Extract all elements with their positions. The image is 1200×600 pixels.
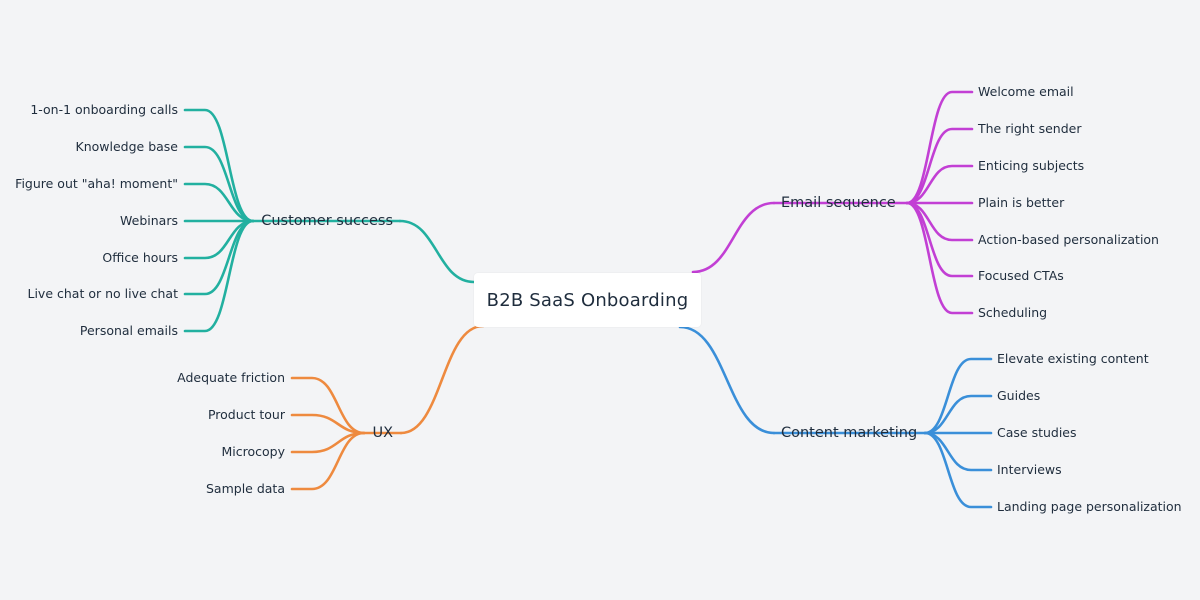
branch-node-ux[interactable]: UX bbox=[372, 424, 393, 441]
leaf-node[interactable]: Elevate existing content bbox=[997, 350, 1149, 366]
leaf-connector-customer-success bbox=[183, 219, 255, 333]
leaf-connector-ux bbox=[290, 431, 366, 491]
leaf-node[interactable]: Live chat or no live chat bbox=[27, 285, 179, 301]
leaf-node[interactable]: Product tour bbox=[207, 406, 285, 422]
branch-node-content-marketing[interactable]: Content marketing bbox=[781, 424, 918, 441]
leaf-node[interactable]: Interviews bbox=[997, 461, 1062, 477]
leaf-node[interactable]: Adequate friction bbox=[177, 369, 285, 385]
leaf-node[interactable]: Microcopy bbox=[221, 443, 286, 459]
leaf-node[interactable]: Landing page personalization bbox=[997, 498, 1182, 514]
leaf-node[interactable]: Knowledge base bbox=[75, 138, 178, 154]
root-connector-email-sequence bbox=[691, 201, 776, 274]
leaf-connector-content-marketing bbox=[923, 394, 993, 435]
leaf-node[interactable]: Personal emails bbox=[79, 322, 178, 338]
leaf-node[interactable]: Webinars bbox=[120, 212, 178, 228]
leaf-connector-content-marketing bbox=[923, 357, 993, 435]
leaf-connector-customer-success bbox=[183, 108, 255, 223]
leaf-connector-ux bbox=[290, 376, 366, 435]
root-connector-customer-success bbox=[398, 219, 476, 284]
root-connector-ux bbox=[399, 324, 485, 435]
leaf-node[interactable]: Guides bbox=[997, 387, 1041, 403]
leaf-node[interactable]: The right sender bbox=[978, 120, 1082, 136]
root-node[interactable]: B2B SaaS Onboarding bbox=[474, 273, 701, 327]
leaf-connector-email-sequence bbox=[905, 164, 974, 205]
leaf-node[interactable]: Office hours bbox=[102, 249, 178, 265]
leaf-connector-customer-success bbox=[183, 182, 255, 223]
leaf-connector-email-sequence bbox=[905, 90, 974, 205]
branch-node-customer-success[interactable]: Customer success bbox=[261, 212, 393, 229]
leaf-node[interactable]: Plain is better bbox=[978, 194, 1065, 210]
root-connector-content-marketing bbox=[678, 325, 776, 435]
leaf-node[interactable]: Welcome email bbox=[978, 83, 1074, 99]
leaf-connector-customer-success bbox=[183, 145, 255, 223]
leaf-node[interactable]: Action-based personalization bbox=[978, 231, 1159, 247]
leaf-node[interactable]: 1-on-1 onboarding calls bbox=[30, 101, 178, 117]
leaf-node[interactable]: Focused CTAs bbox=[978, 267, 1064, 283]
leaf-node[interactable]: Sample data bbox=[206, 480, 285, 496]
branch-node-email-sequence[interactable]: Email sequence bbox=[781, 194, 896, 211]
leaf-connector-email-sequence bbox=[905, 127, 974, 205]
leaf-connector-email-sequence bbox=[905, 201, 974, 315]
leaf-node[interactable]: Scheduling bbox=[978, 304, 1048, 320]
leaf-connector-content-marketing bbox=[923, 431, 993, 509]
leaf-node[interactable]: Figure out "aha! moment" bbox=[15, 175, 178, 191]
leaf-node[interactable]: Enticing subjects bbox=[978, 157, 1085, 173]
leaf-node[interactable]: Case studies bbox=[997, 424, 1077, 440]
